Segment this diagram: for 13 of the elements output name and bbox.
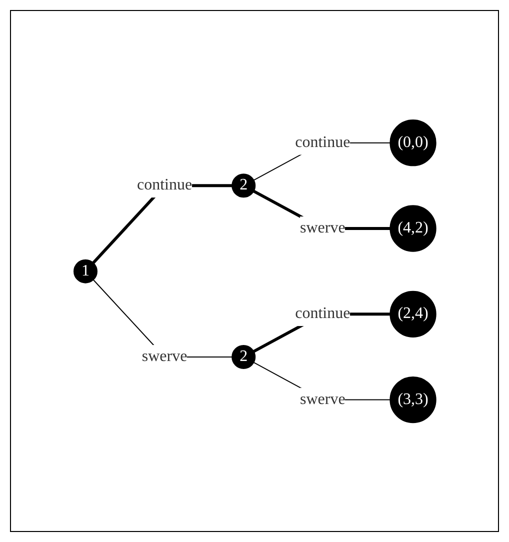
edge-label: swerve — [141, 348, 187, 365]
node-circle: (2,4) — [389, 290, 436, 338]
node-circle: (0,0) — [389, 119, 436, 166]
node-circle: (4,2) — [389, 204, 436, 252]
edge-label: continue — [136, 176, 192, 194]
node-circle: 1 — [73, 259, 98, 283]
node-circle: 2 — [231, 173, 256, 198]
node-circle: 2 — [231, 344, 256, 369]
edge-label: swerve — [300, 219, 345, 236]
edge-label: swerve — [300, 390, 345, 408]
edge-label: continue — [294, 134, 350, 151]
edge-label: continue — [294, 304, 350, 322]
node-circle: (3,3) — [389, 376, 436, 423]
